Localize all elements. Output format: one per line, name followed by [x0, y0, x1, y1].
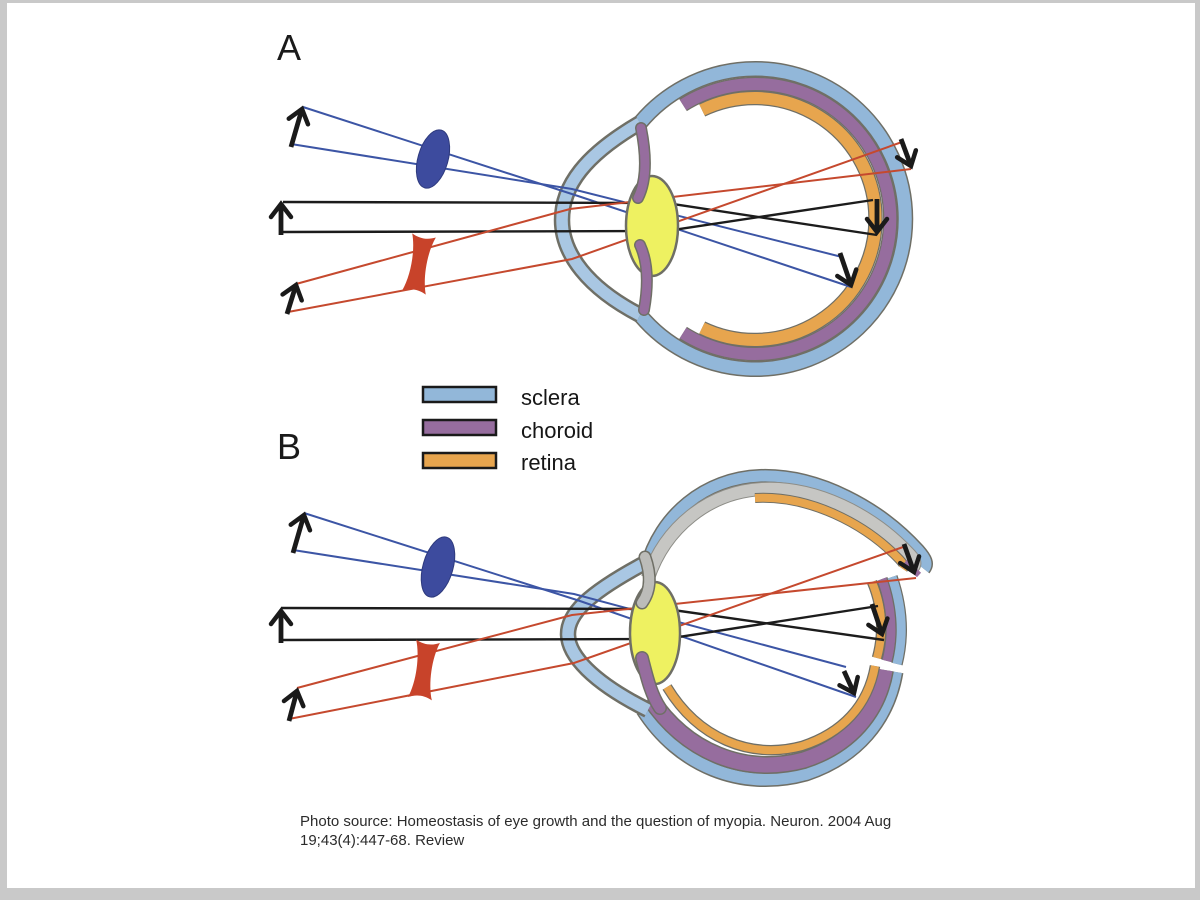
- segment-choroid-b: [877, 577, 896, 663]
- cornea-a: [556, 118, 643, 321]
- sclera-lower-b: [637, 670, 902, 786]
- crystalline-lens-a: [624, 174, 680, 278]
- ray-blue-base-a: [290, 143, 843, 258]
- retina-lower-b: [663, 665, 879, 755]
- legend-label-choroid: choroid: [521, 418, 593, 443]
- photo-source-caption: Photo source: Homeostasis of eye growth …: [300, 813, 910, 850]
- legend-swatch-sclera: [421, 385, 498, 404]
- cornea-b: [562, 557, 651, 716]
- ray-red-tip-a: [295, 168, 912, 285]
- panel-b-label: B: [277, 426, 301, 467]
- ray-blue-tip-a: [302, 106, 852, 288]
- object-arrow-red-b: [281, 687, 306, 722]
- caption-line-2: 19;43(4):447-68. Review: [300, 831, 465, 849]
- convex-lens-b: [420, 536, 456, 598]
- concave-lens-b: [408, 639, 440, 701]
- ray-red-base-a: [287, 141, 903, 313]
- arrows-b: [268, 511, 922, 722]
- iris-lower-b: [636, 652, 666, 714]
- ray-red-tip-b: [296, 577, 917, 689]
- eye-b: [559, 468, 933, 788]
- image-arrow-red-a: [894, 138, 919, 170]
- legend-swatch-retina: [421, 451, 498, 470]
- ray-black-base-a: [282, 198, 874, 234]
- image-arrow-blue-a: [835, 252, 859, 289]
- iris-upper-a: [633, 123, 650, 203]
- ray-red-base-b: [288, 545, 907, 720]
- eye-a: [553, 61, 914, 377]
- legend-label-sclera: sclera: [521, 385, 580, 410]
- panel-a: A: [268, 27, 919, 377]
- sclera-band-a: [635, 62, 912, 376]
- object-arrow-blue-b: [288, 511, 313, 554]
- panel-b: B: [268, 426, 933, 788]
- segment-sclera-b: [887, 575, 906, 666]
- legend-swatch-choroid: [421, 418, 498, 437]
- object-arrow-red-a: [280, 281, 304, 315]
- iris-upper-b: [637, 552, 655, 608]
- ray-blue-tip-b: [303, 512, 857, 698]
- crystalline-lens-b: [628, 580, 682, 686]
- image-arrow-black-b: [866, 603, 890, 638]
- choroid-band-a: [679, 78, 897, 360]
- iris-lower-a: [635, 240, 652, 315]
- convex-lens-a: [415, 129, 451, 189]
- concave-lens-a: [402, 233, 436, 295]
- ray-blue-base-b: [292, 549, 847, 668]
- caption-line-1: Photo source: Homeostasis of eye growth …: [300, 813, 892, 830]
- legend-label-retina: retina: [521, 450, 577, 475]
- object-arrow-blue-a: [286, 105, 311, 148]
- panel-a-label: A: [277, 27, 301, 68]
- retina-outline-a: [698, 90, 883, 348]
- choroid-lower-b: [643, 668, 893, 773]
- legend: sclera choroid retina: [421, 385, 593, 475]
- image-arrow-red-b: [897, 543, 922, 576]
- arrows-a: [268, 105, 919, 315]
- sclera-upper-b: [640, 470, 932, 573]
- image-arrow-blue-b: [837, 670, 860, 697]
